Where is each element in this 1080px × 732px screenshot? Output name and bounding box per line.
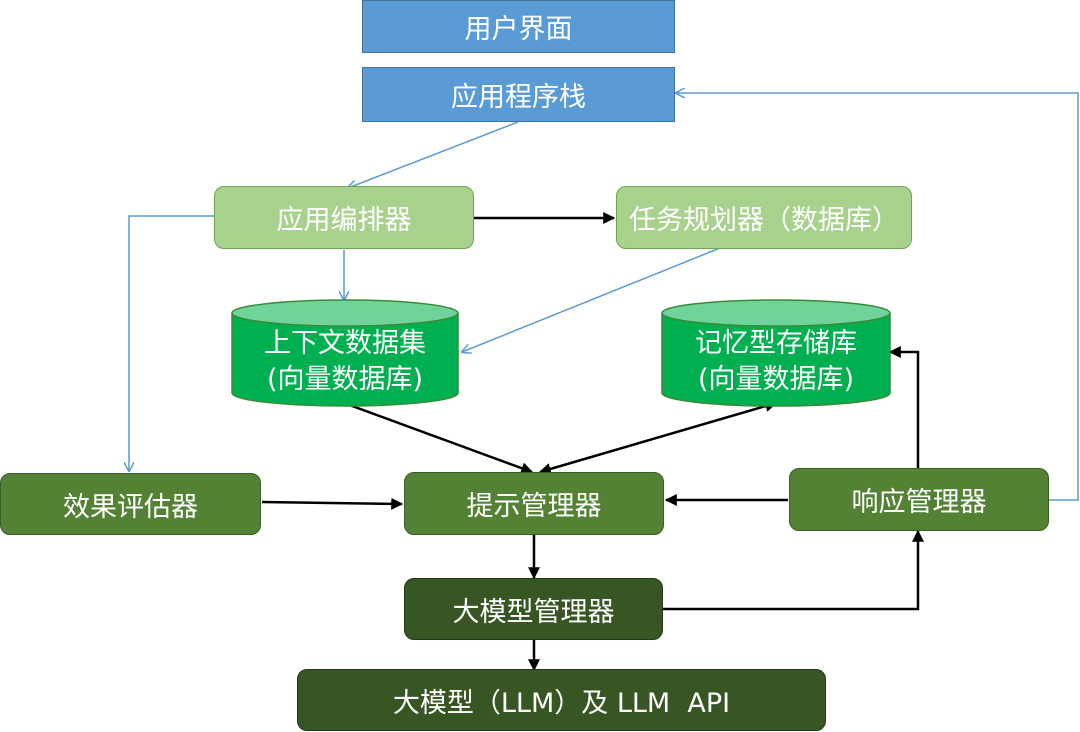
arrow-planner-to-context bbox=[462, 247, 721, 352]
prompt-manager-label: 提示管理器 bbox=[466, 491, 602, 522]
llm-manager-label: 大模型管理器 bbox=[452, 596, 615, 628]
context-dataset-label: 上下文数据集 (向量数据库) bbox=[232, 326, 458, 398]
arrow-context-to-prompt bbox=[343, 401, 534, 474]
arrow-llm-manager-to-response bbox=[663, 529, 924, 611]
orchestrator-box: 应用编排器 bbox=[214, 186, 474, 249]
llm-api-label: 大模型（LLM）及 LLM API bbox=[392, 687, 731, 719]
evaluator-box: 效果评估器 bbox=[0, 473, 261, 535]
arrow-evaluator-to-prompt bbox=[261, 497, 404, 510]
context-dataset-title: 上下文数据集 bbox=[264, 328, 426, 359]
app-stack-label: 应用程序栈 bbox=[451, 82, 586, 113]
memory-store-cylinder bbox=[661, 299, 891, 407]
context-dataset-cylinder bbox=[231, 299, 459, 407]
llm-manager-box: 大模型管理器 bbox=[404, 578, 663, 640]
memory-store-title: 记忆型存储库 bbox=[695, 328, 857, 359]
app-stack-box: 应用程序栈 bbox=[362, 67, 675, 122]
arrow-orchestrator-to-evaluator bbox=[129, 215, 214, 471]
arrow-prompt-memory bbox=[538, 400, 778, 475]
prompt-manager-box: 提示管理器 bbox=[404, 472, 664, 535]
task-planner-box: 任务规划器（数据库） bbox=[616, 186, 912, 249]
arrow-response-to-memory bbox=[888, 346, 920, 468]
user-interface-box: 用户界面 bbox=[362, 0, 675, 53]
evaluator-label: 效果评估器 bbox=[63, 491, 198, 523]
response-manager-label: 响应管理器 bbox=[851, 487, 987, 518]
user-interface-label: 用户界面 bbox=[464, 14, 573, 45]
orchestrator-label: 应用编排器 bbox=[276, 205, 412, 236]
response-manager-box: 响应管理器 bbox=[789, 468, 1049, 531]
memory-store-label: 记忆型存储库 (向量数据库) bbox=[662, 326, 890, 398]
arrow-appstack-to-orchestrator bbox=[348, 121, 519, 188]
arrow-response-to-appstack bbox=[676, 93, 1079, 501]
context-dataset-subtitle: (向量数据库) bbox=[266, 364, 424, 395]
memory-store-subtitle: (向量数据库) bbox=[697, 364, 855, 395]
llm-api-box: 大模型（LLM）及 LLM API bbox=[297, 669, 826, 731]
task-planner-label: 任务规划器（数据库） bbox=[629, 205, 899, 236]
